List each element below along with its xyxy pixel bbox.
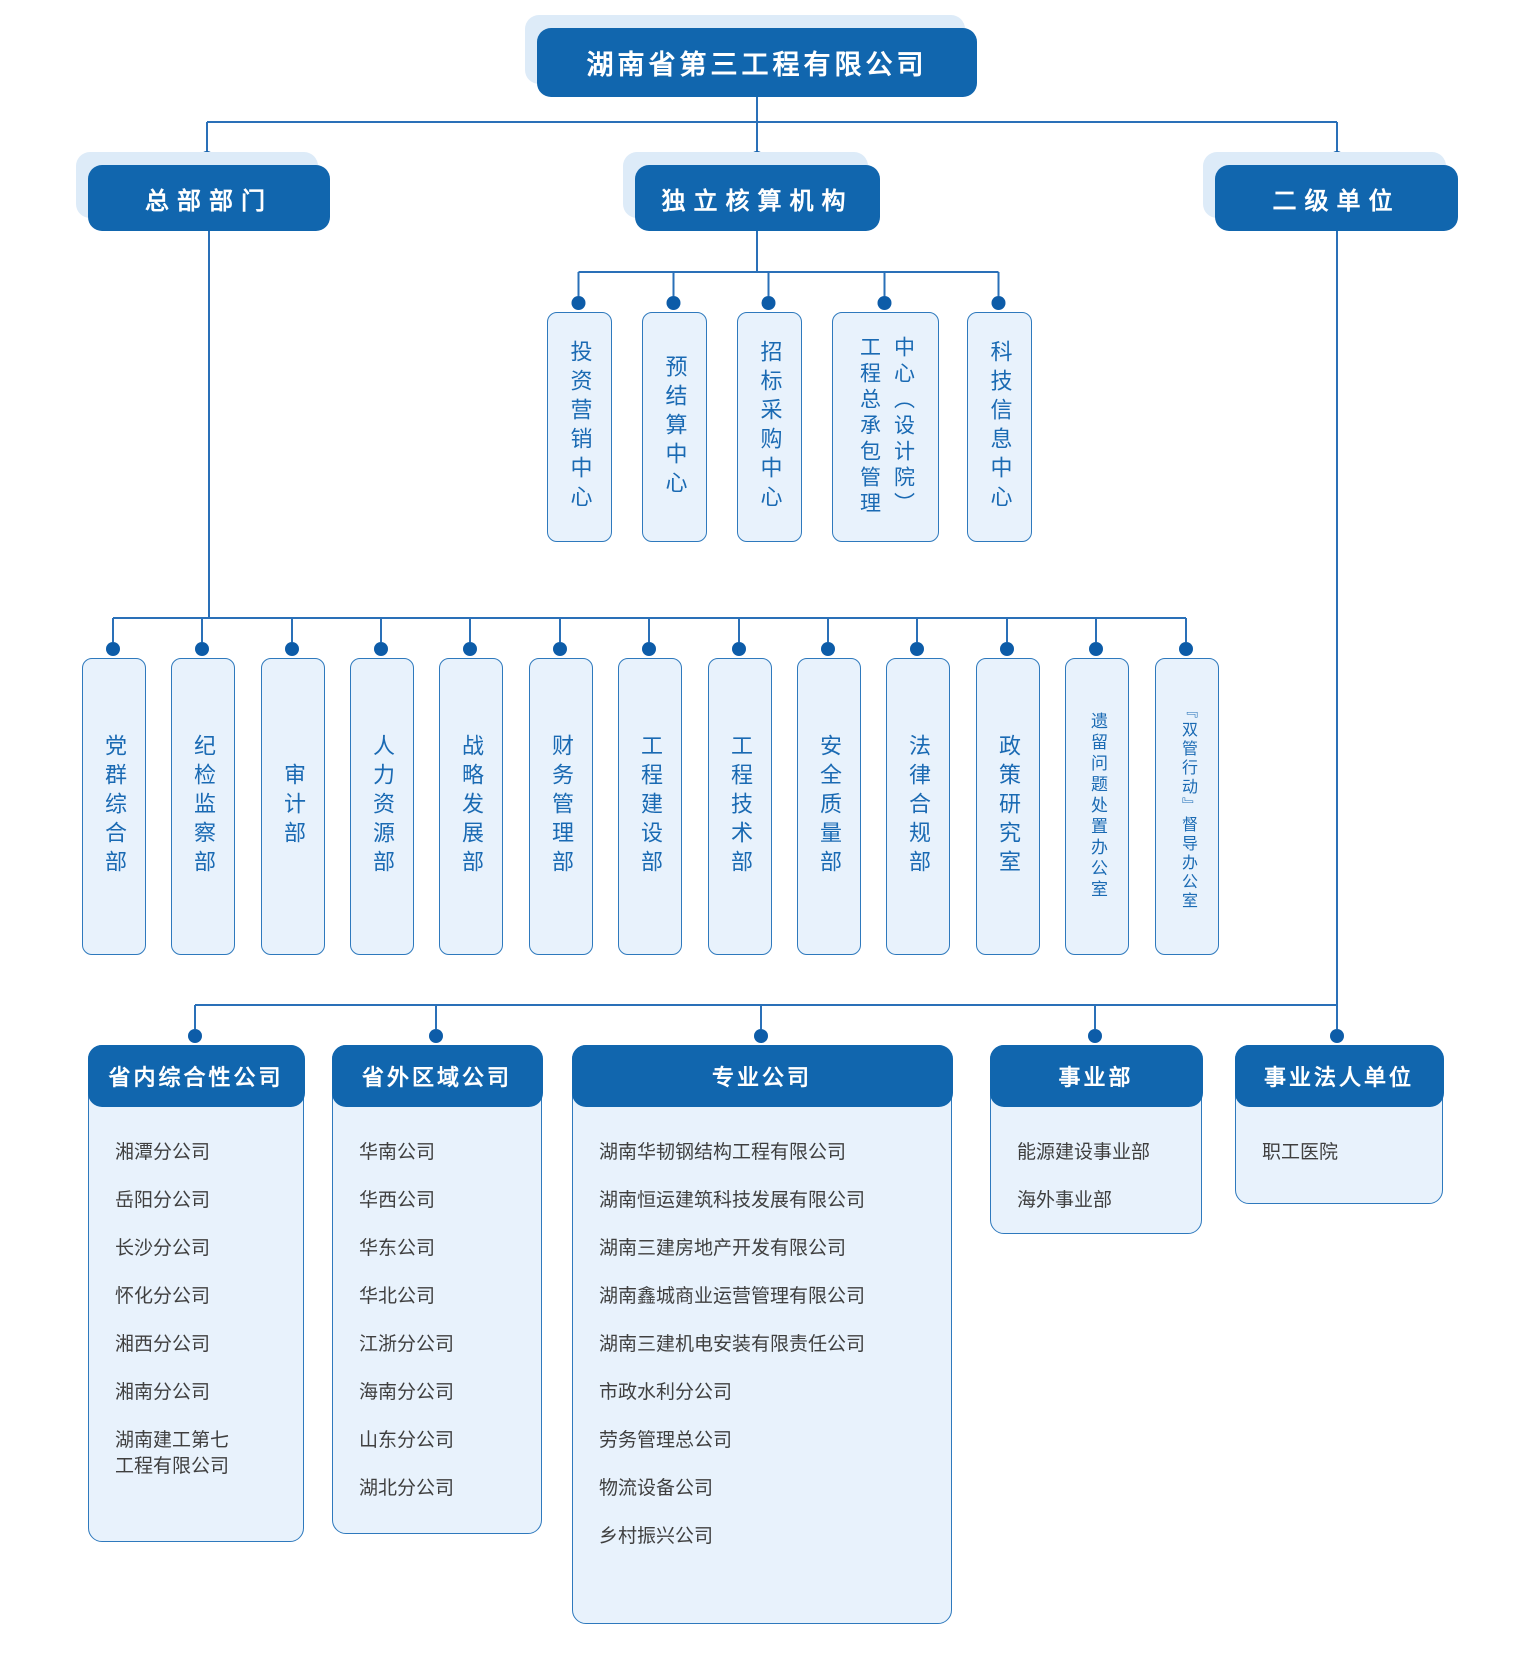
branch-hq-departments: 总部部门 [88, 165, 330, 231]
center-node: 招标采购中心 [737, 312, 802, 542]
list-item: 长沙分公司 [115, 1238, 211, 1259]
list-item: 湖南三建机电安装有限责任公司 [599, 1334, 866, 1355]
center-label: 招标采购中心 [757, 340, 783, 514]
list-item: 湖南三建房地产开发有限公司 [599, 1238, 847, 1259]
list-item: 江浙分公司 [359, 1334, 455, 1355]
list-item: 华南公司 [359, 1142, 436, 1163]
list-item: 湖南建工第七 工程有限公司 [115, 1430, 230, 1477]
department-node: 安全质量部 [797, 658, 861, 955]
branch-independent-accounting: 独立核算机构 [635, 165, 880, 231]
list-item: 湖南鑫城商业运营管理有限公司 [599, 1286, 866, 1307]
branch-secondary-units: 二级单位 [1215, 165, 1458, 231]
list-item: 湖南恒运建筑科技发展有限公司 [599, 1190, 866, 1211]
group-title: 事业部 [989, 1044, 1203, 1107]
department-node: 工程建设部 [618, 658, 682, 955]
department-label: 纪检监察部 [191, 734, 216, 879]
list-item: 劳务管理总公司 [599, 1430, 733, 1451]
department-label: 党群综合部 [102, 734, 127, 879]
list-item: 华东公司 [359, 1238, 436, 1259]
department-node: 人力资源部 [350, 658, 414, 955]
department-node: 『双管行动』督导办公室 [1155, 658, 1219, 955]
department-label: 安全质量部 [817, 734, 842, 879]
department-label: 财务管理部 [549, 734, 574, 879]
group-title: 事业法人单位 [1234, 1044, 1444, 1107]
list-item: 华北公司 [359, 1286, 436, 1307]
list-item: 湖北分公司 [359, 1478, 455, 1499]
group-items: 湘潭分公司 岳阳分公司 长沙分公司 怀化分公司 湘西分公司 湘南分公司 湖南建工… [89, 1108, 303, 1518]
group-title: 专业公司 [571, 1044, 953, 1107]
center-node: 预结算中心 [642, 312, 707, 542]
center-label: 预结算中心 [662, 354, 688, 500]
group-title: 省内综合性公司 [87, 1044, 305, 1107]
department-label: 政策研究室 [996, 734, 1021, 879]
department-label: 『双管行动』督导办公室 [1179, 702, 1196, 911]
department-node: 战略发展部 [439, 658, 503, 955]
list-item: 湘南分公司 [115, 1382, 211, 1403]
department-node: 纪检监察部 [171, 658, 235, 955]
department-label: 工程建设部 [638, 734, 663, 879]
list-item: 物流设备公司 [599, 1478, 714, 1499]
list-item: 湖南华韧钢结构工程有限公司 [599, 1142, 847, 1163]
department-label: 法律合规部 [906, 734, 931, 879]
department-node: 法律合规部 [886, 658, 950, 955]
group-specialized-companies: 专业公司 湖南华韧钢结构工程有限公司 湖南恒运建筑科技发展有限公司 湖南三建房地… [571, 1044, 953, 1624]
group-items: 能源建设事业部 海外事业部 [991, 1108, 1201, 1252]
center-label: 工程总承包管理 中心（设计院） [857, 336, 915, 518]
center-label: 投资营销中心 [567, 340, 593, 514]
list-item: 湘潭分公司 [115, 1142, 211, 1163]
list-item: 海南分公司 [359, 1382, 455, 1403]
group-items: 职工医院 [1236, 1108, 1442, 1204]
department-node: 财务管理部 [529, 658, 593, 955]
list-item: 职工医院 [1262, 1142, 1339, 1163]
list-item: 市政水利分公司 [599, 1382, 733, 1403]
group-provincial-companies: 省内综合性公司 湘潭分公司 岳阳分公司 长沙分公司 怀化分公司 湘西分公司 湘南… [87, 1044, 305, 1542]
department-label: 审计部 [281, 763, 306, 850]
center-node: 投资营销中心 [547, 312, 612, 542]
department-node: 审计部 [261, 658, 325, 955]
list-item: 能源建设事业部 [1017, 1142, 1151, 1163]
list-item: 山东分公司 [359, 1430, 455, 1451]
list-item: 乡村振兴公司 [599, 1526, 714, 1547]
center-node: 科技信息中心 [967, 312, 1032, 542]
group-legal-entity-units: 事业法人单位 职工医院 [1234, 1044, 1444, 1204]
list-item: 华西公司 [359, 1190, 436, 1211]
group-items: 华南公司 华西公司 华东公司 华北公司 江浙分公司 海南分公司 山东分公司 湖北… [333, 1108, 541, 1540]
department-label: 人力资源部 [370, 734, 395, 879]
department-node: 工程技术部 [708, 658, 772, 955]
connector-dots [106, 151, 1344, 1043]
root-node-company: 湖南省第三工程有限公司 [537, 28, 977, 97]
list-item: 岳阳分公司 [115, 1190, 211, 1211]
department-label: 战略发展部 [459, 734, 484, 879]
group-out-province-companies: 省外区域公司 华南公司 华西公司 华东公司 华北公司 江浙分公司 海南分公司 山… [331, 1044, 543, 1534]
center-label: 科技信息中心 [987, 340, 1013, 514]
department-node: 遗留问题处置办公室 [1065, 658, 1129, 955]
group-title: 省外区域公司 [331, 1044, 543, 1107]
department-node: 党群综合部 [82, 658, 146, 955]
list-item: 海外事业部 [1017, 1190, 1113, 1211]
department-node: 政策研究室 [976, 658, 1040, 955]
department-label: 工程技术部 [728, 734, 753, 879]
center-node: 工程总承包管理 中心（设计院） [832, 312, 939, 542]
group-business-divisions: 事业部 能源建设事业部 海外事业部 [989, 1044, 1203, 1234]
department-label: 遗留问题处置办公室 [1088, 712, 1107, 901]
list-item: 湘西分公司 [115, 1334, 211, 1355]
list-item: 怀化分公司 [115, 1286, 211, 1307]
group-items: 湖南华韧钢结构工程有限公司 湖南恒运建筑科技发展有限公司 湖南三建房地产开发有限… [573, 1108, 951, 1588]
